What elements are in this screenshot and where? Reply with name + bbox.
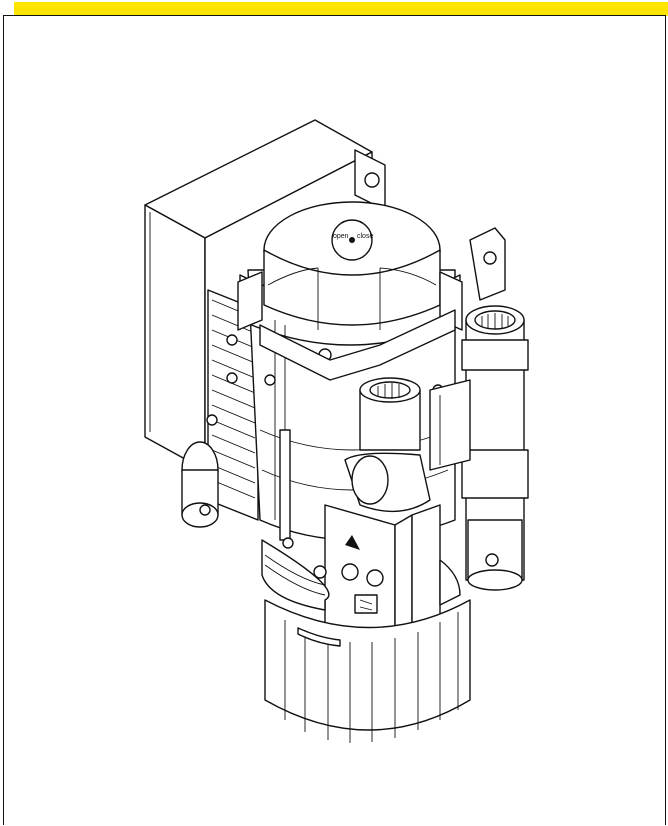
frame-rails	[237, 271, 463, 381]
right-riser-pipe	[461, 305, 529, 591]
front-bracket	[429, 379, 471, 471]
left-outlet	[181, 441, 219, 528]
heat-sink	[206, 289, 259, 521]
page-frame	[3, 15, 666, 825]
cap-label-close: close	[357, 233, 373, 240]
lower-body	[261, 539, 461, 611]
bottom-bowl	[264, 599, 471, 743]
yellow-header-bar	[14, 2, 668, 16]
cap-label-open: open	[333, 233, 349, 240]
mount-bracket	[354, 149, 506, 301]
inlet-connector	[344, 377, 431, 513]
motor-cap: open close	[263, 201, 441, 330]
